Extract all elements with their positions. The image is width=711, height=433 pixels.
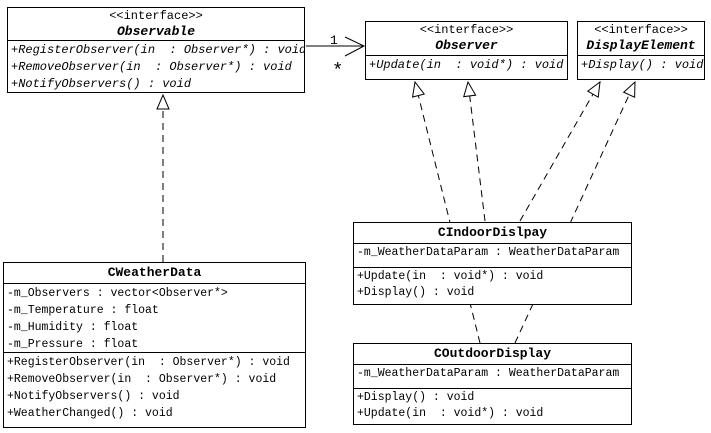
observer-header: <<interface>> Observer — [366, 22, 567, 56]
method-row: +Display() : void — [581, 58, 704, 72]
attribute-row: -m_WeatherDataParam : WeatherDataParam — [357, 246, 620, 259]
outdoordisplay-name: COutdoorDisplay — [433, 346, 552, 361]
interface-box-displayelement: <<interface>> DisplayElement +Display() … — [577, 21, 705, 80]
interface-box-observer: <<interface>> Observer +Update(in : void… — [365, 21, 568, 80]
observable-methods: +RegisterObserver(in : Observer*) : void… — [8, 41, 304, 93]
displayelement-methods: +Display() : void — [578, 56, 704, 74]
displayelement-name: DisplayElement — [586, 38, 696, 53]
interface-box-observable: <<interface>> Observable +RegisterObserv… — [7, 7, 305, 93]
weatherdata-name: CWeatherData — [107, 265, 202, 280]
displayelement-stereotype: <<interface>> — [594, 23, 688, 37]
method-row: +Display() : void — [357, 391, 475, 404]
attribute-row: -m_Humidity : float — [7, 321, 139, 334]
attribute-row: -m_Pressure : float — [7, 338, 139, 351]
method-row: +Display() : void — [357, 286, 475, 299]
multiplicity-source-label: 1 — [330, 33, 338, 48]
observable-stereotype: <<interface>> — [109, 8, 203, 23]
outdoordisplay-methods: +Display() : void +Update(in : void*) : … — [354, 389, 631, 422]
method-row: +RegisterObserver(in : Observer*) : void — [11, 43, 304, 57]
outdoordisplay-attributes: -m_WeatherDataParam : WeatherDataParam — [354, 365, 631, 389]
indoordisplay-name: CIndoorDislpay — [437, 225, 548, 240]
class-box-outdoordisplay: COutdoorDisplay -m_WeatherDataParam : We… — [353, 343, 632, 425]
observer-name: Observer — [435, 38, 498, 53]
observer-methods: +Update(in : void*) : void — [366, 56, 567, 74]
method-row: +Update(in : void*) : void — [369, 58, 564, 72]
association-open-arrowhead — [344, 36, 366, 57]
multiplicity-target-label: * — [332, 60, 344, 82]
class-box-weatherdata: CWeatherData -m_Observers : vector<Obser… — [3, 262, 306, 428]
outdoordisplay-header: COutdoorDisplay — [354, 344, 631, 365]
method-row: +RegisterObserver(in : Observer*) : void — [7, 356, 290, 369]
method-row: +WeatherChanged() : void — [7, 407, 173, 420]
realization-arrow-outdoor-observer — [415, 82, 481, 344]
method-row: +RemoveObserver(in : Observer*) : void — [7, 373, 277, 386]
method-row: +NotifyObservers() : void — [7, 390, 180, 403]
indoordisplay-header: CIndoorDislpay — [354, 223, 631, 244]
attribute-row: -m_Observers : vector<Observer*> — [7, 287, 228, 300]
weatherdata-methods: +RegisterObserver(in : Observer*) : void… — [4, 353, 305, 422]
weatherdata-attributes: -m_Observers : vector<Observer*> -m_Temp… — [4, 284, 305, 353]
indoordisplay-attributes: -m_WeatherDataParam : WeatherDataParam — [354, 244, 631, 268]
class-box-indoordisplay: CIndoorDislpay -m_WeatherDataParam : Wea… — [353, 222, 632, 305]
observable-header: <<interface>> Observable — [8, 8, 304, 41]
attribute-row: -m_WeatherDataParam : WeatherDataParam — [357, 367, 620, 380]
realization-arrow-indoor-observer — [468, 82, 486, 222]
attribute-row: -m_Temperature : float — [7, 304, 159, 317]
method-row: +Update(in : void*) : void — [357, 270, 544, 283]
method-row: +RemoveObserver(in : Observer*) : void — [11, 60, 292, 74]
realization-arrow-indoor-displayelement — [519, 82, 600, 222]
observable-name: Observable — [116, 23, 195, 39]
indoordisplay-methods: +Update(in : void*) : void +Display() : … — [354, 268, 631, 301]
observer-stereotype: <<interface>> — [419, 23, 514, 37]
method-row: +Update(in : void*) : void — [357, 407, 544, 420]
displayelement-header: <<interface>> DisplayElement — [578, 22, 704, 56]
method-row: +NotifyObservers() : void — [11, 77, 192, 91]
weatherdata-header: CWeatherData — [4, 263, 305, 284]
